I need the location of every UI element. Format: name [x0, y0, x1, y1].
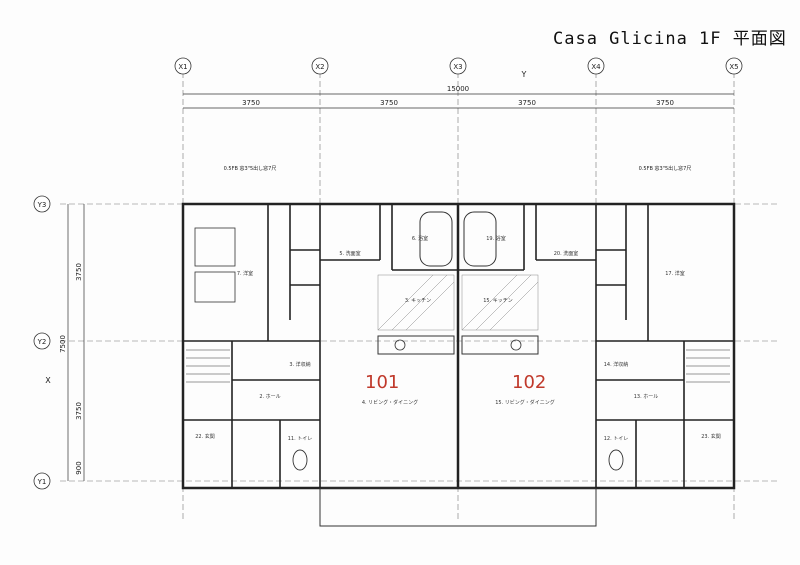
- direction-x-label: X: [45, 376, 51, 385]
- dim-left-seg-1: 3750: [75, 263, 83, 281]
- dim-bay-4: 3750: [656, 99, 674, 107]
- counter-right: [461, 335, 539, 355]
- porch-outline: [319, 487, 597, 527]
- room-kitchen-left: 3. キッチン: [405, 298, 431, 304]
- room-bath-right: 19. 浴室: [486, 235, 506, 242]
- sink-right: [510, 339, 522, 351]
- dim-bay-1: 3750: [242, 99, 260, 107]
- dim-left-total: 7500: [59, 335, 67, 353]
- room-toilet-right: 12. トイレ: [604, 436, 629, 442]
- stairs-right: [686, 349, 730, 383]
- grid-bubble-x2: X2: [311, 57, 329, 75]
- svg-text:X5: X5: [729, 63, 738, 71]
- room-storage-right: 14. 洋収納: [604, 361, 629, 368]
- grid-bubble-y1: Y1: [33, 472, 51, 490]
- left-unit-walls: [183, 204, 458, 488]
- direction-y-label: Y: [521, 70, 527, 79]
- svg-text:Y3: Y3: [37, 201, 47, 209]
- room-living-left: 4. リビング・ダイニング: [362, 399, 418, 406]
- toilet-left-fixture: [292, 449, 308, 471]
- svg-text:X1: X1: [178, 63, 187, 71]
- unit-number-101: 101: [365, 372, 400, 393]
- room-kitchen-right: 15. キッチン: [483, 298, 513, 304]
- unit-number-102: 102: [512, 372, 547, 393]
- counter-left: [377, 335, 455, 355]
- room-storage-left: 3. 洋収納: [289, 361, 310, 368]
- svg-text:X3: X3: [453, 63, 462, 71]
- room-entry-right: 23. 玄関: [701, 433, 721, 440]
- dim-bay-2: 3750: [380, 99, 398, 107]
- svg-text:X2: X2: [315, 63, 324, 71]
- plan-title: Casa Glicina 1F 平面図: [553, 29, 787, 49]
- grid-bubble-x5: X5: [725, 57, 743, 75]
- bed-left-1: [194, 227, 236, 267]
- dim-left-seg-3: 900: [75, 461, 83, 474]
- window-note-left: 0.5FB 窓3"5出し窓7尺: [224, 165, 277, 172]
- room-bedroom-right: 17. 洋室: [665, 270, 685, 277]
- bathtub-right: [463, 211, 497, 267]
- grid-bubble-y2: Y2: [33, 332, 51, 350]
- svg-text:Y2: Y2: [37, 338, 47, 346]
- dim-left-seg-2: 3750: [75, 402, 83, 420]
- room-entry-left: 22. 玄関: [195, 433, 215, 440]
- room-bath-left: 6. 浴室: [412, 235, 428, 242]
- room-hall-left: 2. ホール: [259, 394, 280, 400]
- room-toilet-left: 11. トイレ: [288, 436, 313, 442]
- dim-bay-3: 3750: [518, 99, 536, 107]
- sink-left: [394, 339, 406, 351]
- svg-text:Y1: Y1: [37, 478, 47, 486]
- bathtub-left: [419, 211, 453, 267]
- right-unit-walls: [458, 204, 734, 488]
- toilet-right-fixture: [608, 449, 624, 471]
- dim-total: 15000: [447, 85, 469, 93]
- room-living-right: 15. リビング・ダイニング: [495, 399, 555, 406]
- room-washroom-right: 20. 洗面室: [554, 250, 579, 257]
- room-bedroom-left: 7. 洋室: [237, 270, 253, 277]
- grid-bubble-y3: Y3: [33, 195, 51, 213]
- kitchen-hatching: [377, 274, 539, 331]
- room-washroom-left: 5. 洗面室: [339, 250, 360, 257]
- grid-lines: [60, 72, 780, 520]
- grid-bubble-x1: X1: [174, 57, 192, 75]
- window-note-right: 0.5FB 窓3"5出し窓7尺: [639, 165, 692, 172]
- bed-left-2: [194, 271, 236, 303]
- stairs-left: [186, 349, 230, 383]
- grid-bubble-x3: X3: [449, 57, 467, 75]
- room-hall-right: 13. ホール: [634, 394, 659, 400]
- svg-text:X4: X4: [591, 63, 601, 71]
- grid-bubble-x4: X4: [587, 57, 605, 75]
